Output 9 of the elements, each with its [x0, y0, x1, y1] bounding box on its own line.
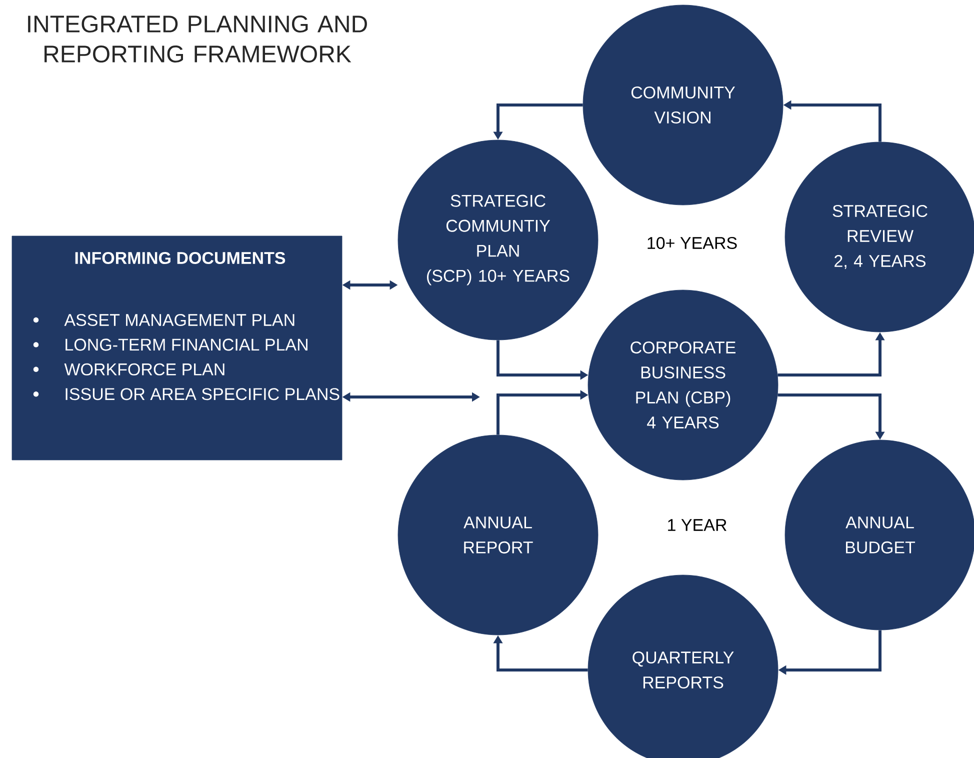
list-item: ASSET MANAGEMENT PLAN	[64, 314, 294, 326]
title: INTEGRATED PLANNING AND REPORTING FRAMEWORK	[28, 16, 367, 63]
list-item: LONG-TERM FINANCIAL PLAN	[66, 338, 308, 351]
document-box	[12, 236, 342, 460]
period-label: 1 YEAR	[668, 519, 726, 531]
list-item: ISSUE OR AREA SPECIFIC PLANS	[66, 388, 340, 400]
period-label: 10+ YEARS	[648, 236, 737, 250]
list-item: WORKFORCE PLAN	[64, 363, 224, 376]
box-heading: INFORMING DOCUMENTS	[75, 252, 286, 264]
